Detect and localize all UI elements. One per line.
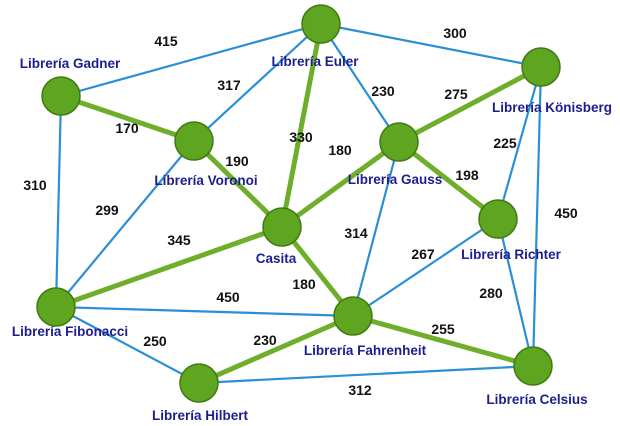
node-casita — [262, 207, 302, 247]
edge-weight-fibonacci-fahrenheit: 450 — [216, 289, 240, 305]
node-label-fibonacci: Librería Fibonacci — [12, 324, 128, 339]
node-konisberg — [521, 47, 561, 87]
node-fahrenheit — [333, 296, 373, 336]
node-celsius — [513, 346, 553, 386]
edge-weight-euler-konisberg: 300 — [443, 25, 467, 41]
node-label-konisberg: Librería Könisberg — [492, 100, 612, 115]
edge-weight-hilbert-celsius: 312 — [348, 382, 372, 398]
edge-gauss-richter — [396, 139, 501, 222]
edge-voronoi-casita — [191, 138, 285, 230]
node-fibonacci — [36, 287, 76, 327]
node-label-gauss: Librería Gauss — [348, 172, 443, 187]
edge-casita-fibonacci — [53, 224, 285, 310]
edge-weight-richter-celsius: 280 — [479, 285, 503, 301]
nodes-layer — [36, 4, 561, 403]
edge-weight-fibonacci-hilbert: 250 — [143, 333, 167, 349]
edge-weight-hilbert-fahrenheit: 230 — [253, 332, 277, 348]
edge-gadner-voronoi — [58, 93, 197, 144]
edge-euler-casita — [279, 21, 324, 230]
edge-weight-gauss-richter: 198 — [455, 167, 479, 183]
edge-weight-casita-fibonacci: 345 — [167, 232, 191, 248]
edge-richter-fahrenheit — [351, 217, 500, 318]
node-label-hilbert: Librería Hilbert — [152, 408, 249, 423]
edge-richter-celsius — [496, 217, 535, 368]
edge-fahrenheit-celsius — [350, 313, 536, 369]
edge-weight-gauss-fahrenheit: 314 — [344, 225, 368, 241]
node-richter — [478, 199, 518, 239]
node-gadner — [41, 76, 81, 116]
node-voronoi — [174, 121, 214, 161]
node-label-richter: Librería Richter — [461, 247, 562, 262]
edge-weight-konisberg-celsius: 450 — [554, 205, 578, 221]
edge-weight-voronoi-casita: 190 — [225, 153, 249, 169]
node-label-fahrenheit: Librería Fahrenheit — [304, 343, 427, 358]
edge-weight-gadner-fibonacci: 310 — [23, 177, 47, 193]
edge-weight-gadner-voronoi: 170 — [115, 120, 139, 136]
edge-fibonacci-hilbert — [54, 305, 201, 385]
node-label-celsius: Librería Celsius — [486, 392, 587, 407]
edge-voronoi-fibonacci — [54, 139, 196, 309]
edge-weight-gauss-konisberg: 275 — [444, 86, 468, 102]
edge-weight-fahrenheit-celsius: 255 — [431, 321, 455, 337]
edge-weight-casita-fahrenheit: 180 — [292, 276, 316, 292]
edge-hilbert-celsius — [197, 364, 535, 385]
edge-euler-voronoi — [192, 22, 323, 143]
edge-fibonacci-fahrenheit — [54, 305, 355, 318]
edge-euler-konisberg — [319, 22, 543, 69]
node-gauss — [379, 122, 419, 162]
edge-weight-euler-gauss: 230 — [371, 83, 395, 99]
node-label-euler: Librería Euler — [271, 54, 359, 69]
edge-euler-gauss — [319, 22, 401, 144]
edge-weight-konisberg-richter: 225 — [493, 135, 517, 151]
edge-gauss-fahrenheit — [351, 140, 401, 318]
edge-konisberg-celsius — [531, 65, 543, 368]
edge-gauss-konisberg — [396, 64, 544, 145]
edge-weight-casita-gauss: 180 — [328, 142, 352, 158]
edge-weight-euler-casita: 330 — [289, 129, 313, 145]
edge-gadner-euler — [59, 22, 323, 98]
node-label-casita: Casita — [256, 251, 297, 266]
edges-layer — [53, 21, 544, 386]
edge-weight-richter-fahrenheit: 267 — [411, 246, 435, 262]
edge-gadner-fibonacci — [54, 94, 63, 309]
edge-konisberg-richter — [496, 65, 543, 221]
node-label-voronoi: Librería Voronoi — [154, 173, 257, 188]
node-hilbert — [179, 363, 219, 403]
edge-hilbert-fahrenheit — [196, 313, 356, 386]
node-label-gadner: Librería Gadner — [20, 56, 121, 71]
edge-weight-gadner-euler: 415 — [154, 33, 178, 49]
edge-weights-layer: 415 300 317 330 230 275 170 190 180 198 225 310 299 3… — [23, 25, 578, 398]
edge-weight-voronoi-fibonacci: 299 — [95, 202, 119, 218]
edge-casita-gauss — [279, 139, 402, 230]
edge-weight-euler-voronoi: 317 — [217, 77, 241, 93]
node-euler — [301, 4, 341, 44]
